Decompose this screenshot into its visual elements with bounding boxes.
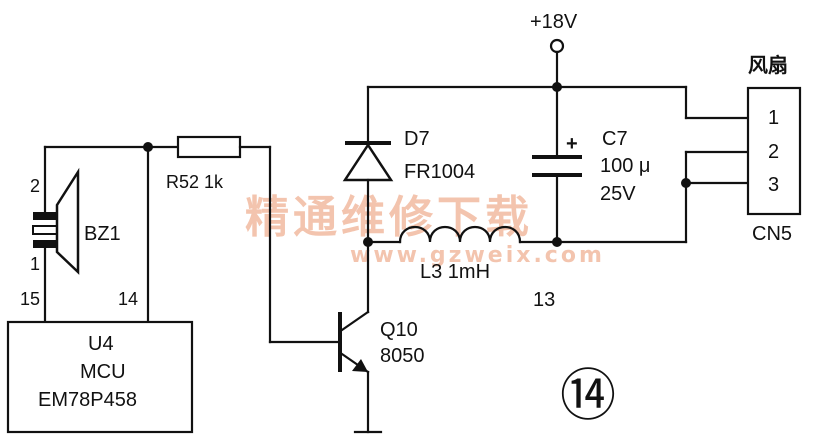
watermark-url: www.gzweix.com [350,243,605,268]
junction-dot [552,237,562,247]
mcu-u4: 15 14 U4 MCU EM78P458 [6,289,194,434]
fan-pin-1: 1 [768,107,779,129]
buzzer-pin-2: 2 [30,176,40,196]
diode-d7: D7 FR1004 [342,85,475,244]
figure-number: ⑭ [560,364,616,429]
capacitor-c7: + C7 100 μ 25V [532,85,650,244]
connector-ref: CN5 [752,223,792,245]
resistor-label: R52 1k [166,172,224,192]
resistor-r52: R52 1k [146,135,272,192]
fan-title: 风扇 [748,53,788,77]
buzzer-pin-1: 1 [30,254,40,274]
watermark-text: 精通维修下载 [245,192,533,243]
fan-pin-3: 3 [768,174,779,196]
transistor-ref: Q10 [380,319,418,341]
capacitor-value: 100 μ [600,155,650,177]
mcu-ref: U4 [88,333,114,355]
transistor-q10: Q10 8050 [338,240,425,434]
fan-connector: 风扇 1 2 3 CN5 [746,53,802,245]
capacitor-ref: C7 [602,128,628,150]
mcu-pin-15: 15 [20,289,40,309]
mcu-pin-14: 14 [118,289,138,309]
fan-pin-2: 2 [768,141,779,163]
buzzer-bz1: 2 1 BZ1 [30,145,150,324]
capacitor-polarity: + [566,133,578,155]
inductor-l3: L3 1mH [366,226,688,283]
buzzer-ref: BZ1 [84,223,121,245]
diode-ref: D7 [404,128,430,150]
capacitor-voltage: 25V [600,183,636,205]
diode-part: FR1004 [404,161,475,183]
node-label: 13 [533,289,555,311]
mcu-name: MCU [80,361,126,383]
supply-terminal: +18V [530,11,578,89]
transistor-part: 8050 [380,345,425,367]
supply-label: +18V [530,11,578,33]
mcu-part: EM78P458 [38,389,137,411]
inductor-label: L3 1mH [420,261,490,283]
